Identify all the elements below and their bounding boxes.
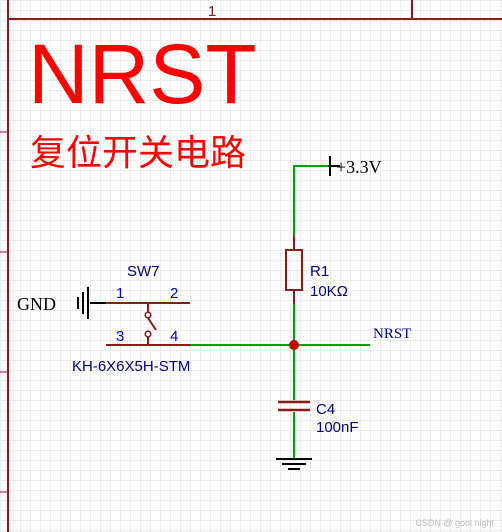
switch-sw7: 1 2 3 4 SW7 KH-6X6X5H-STM [72,263,190,375]
ground-symbol-c4 [276,458,312,470]
resistor-r1: R1 10KΩ [285,236,348,304]
power-label: +3.3V [336,157,382,177]
net-label-nrst: NRST [373,326,411,342]
power-port-3v3: +3.3V [329,156,382,177]
switch-pin-number: 2 [170,285,178,302]
wire-vcc-to-r1 [293,165,330,248]
page-subtitle: 复位开关电路 [30,133,246,174]
resistor-designator: R1 [310,263,329,280]
junction-dot [289,340,299,350]
ground-port-gnd: GND [17,287,106,319]
resistor-value: 10KΩ [310,283,348,300]
switch-contact-circle [144,330,152,338]
watermark: CSDN @ gool night [415,518,494,528]
resistor-body [285,249,303,291]
gnd-label: GND [17,294,56,314]
capacitor-value: 100nF [316,419,359,436]
switch-pin-number: 1 [116,285,124,302]
capacitor-designator: C4 [316,401,335,418]
switch-pin-number: 4 [170,328,178,345]
switch-designator: SW7 [127,263,160,280]
capacitor-c4: C4 100nF [278,400,359,436]
switch-pin-number: 3 [116,328,124,345]
wires [190,165,370,458]
page-title: NRST [28,27,257,121]
switch-lever [147,317,157,331]
switch-footprint: KH-6X6X5H-STM [72,358,190,375]
switch-contact-circle [144,311,152,319]
frame-zone-label: 1 [208,3,216,20]
